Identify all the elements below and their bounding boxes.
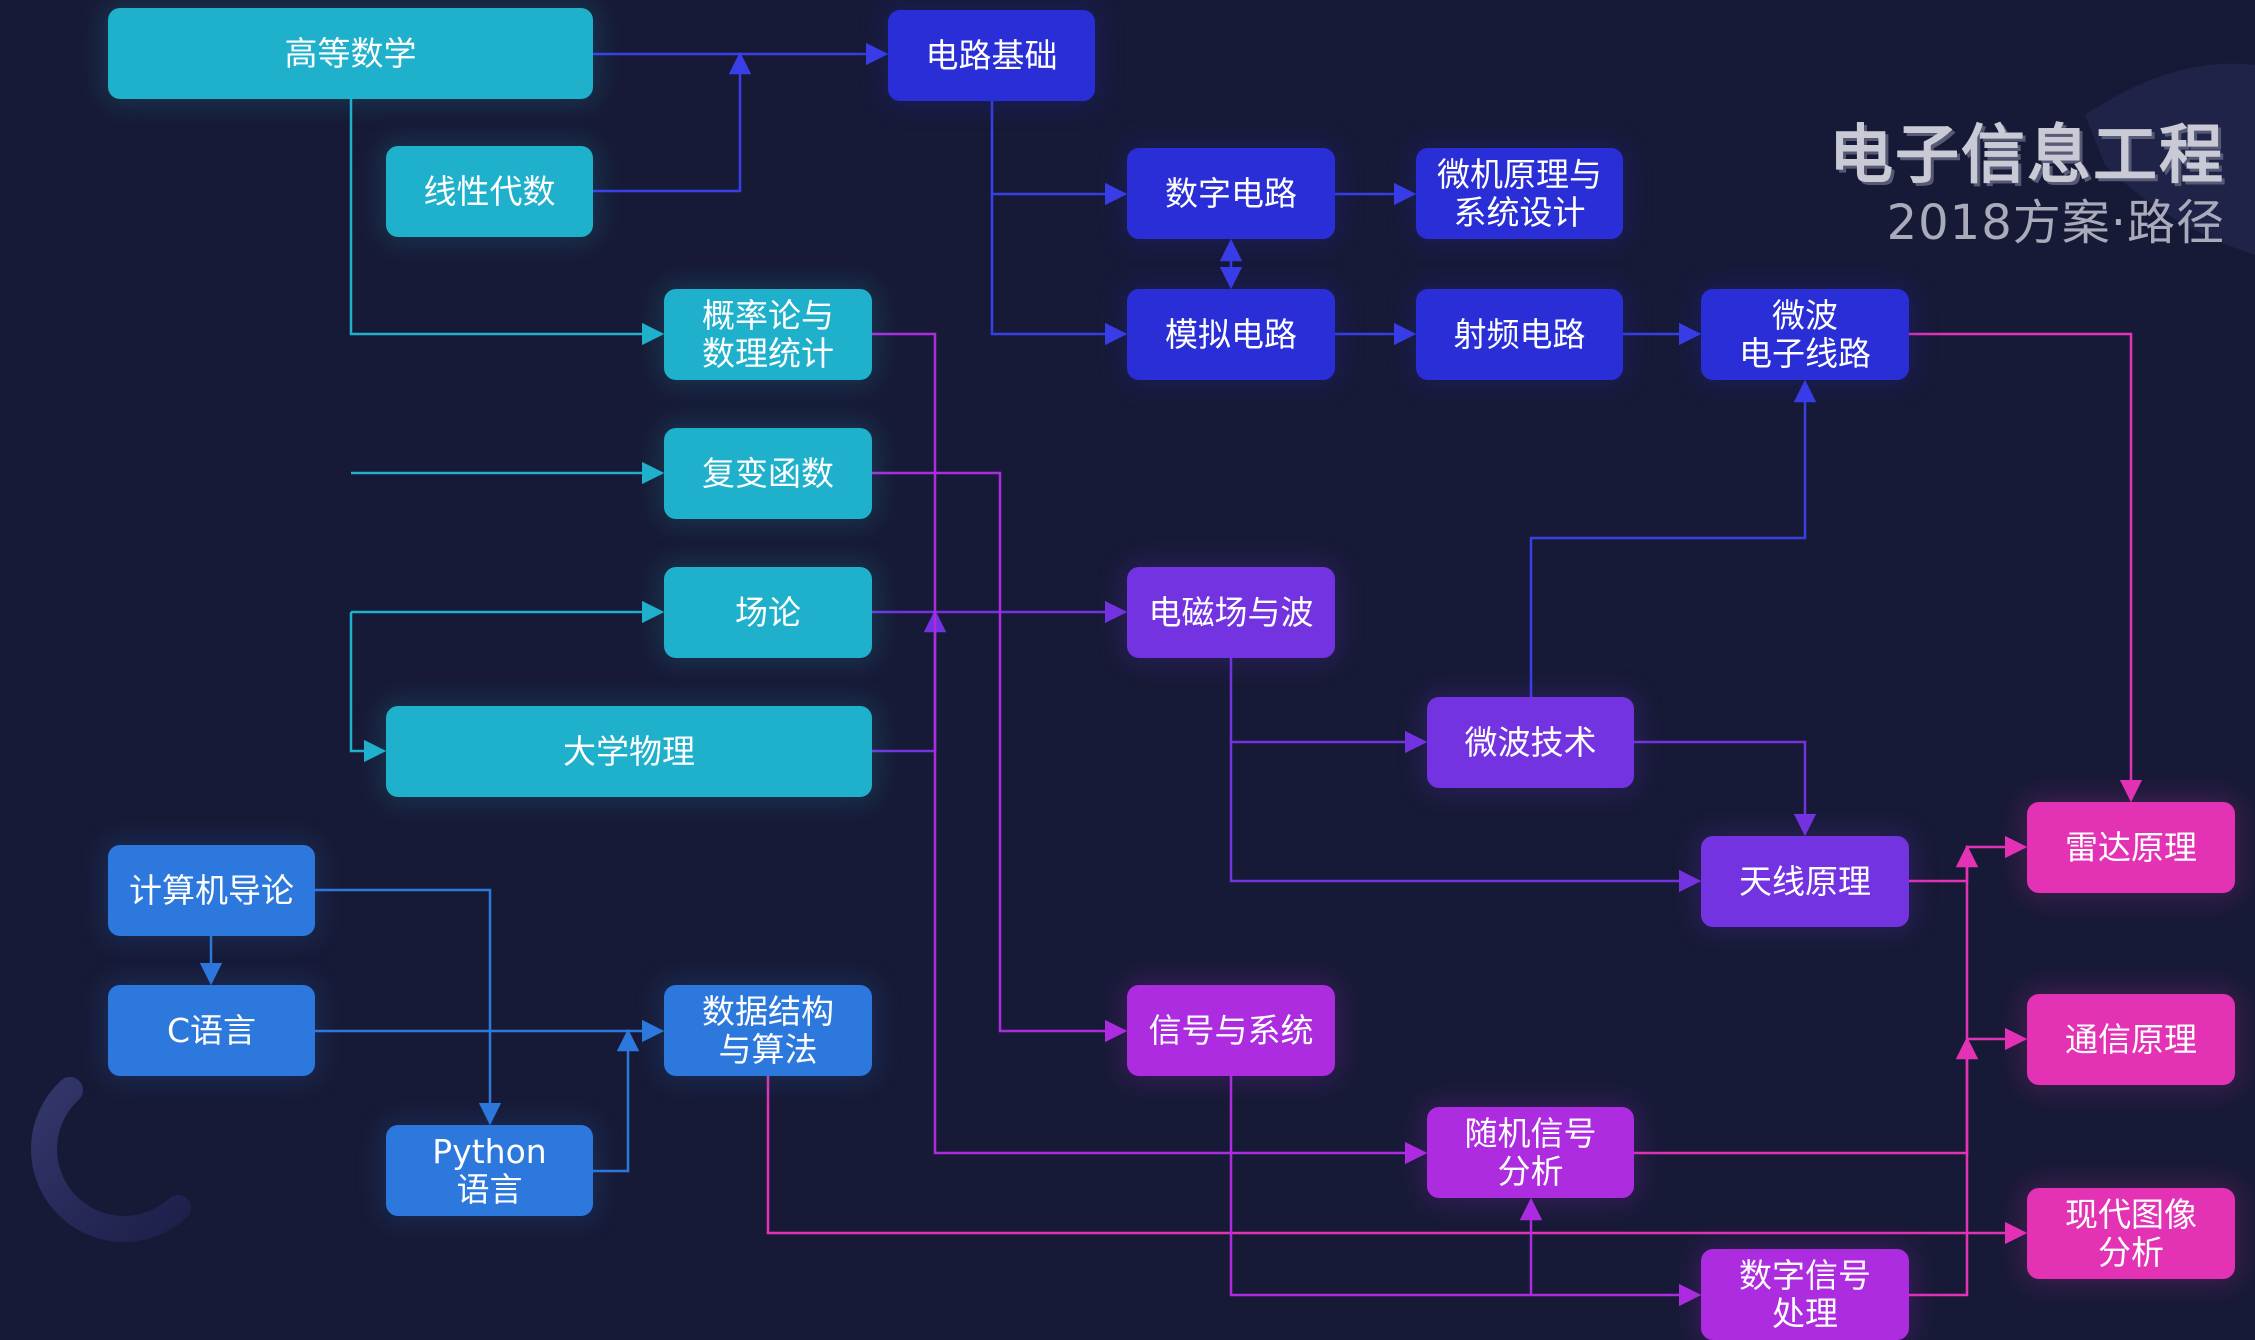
edge-daxue-to-dianci xyxy=(872,609,947,753)
edge-jisuanji-to-python xyxy=(315,888,502,1126)
node-gailv: 概率论与 数理统计 xyxy=(664,289,872,380)
node-leida: 雷达原理 xyxy=(2027,802,2235,893)
node-dianlu: 电路基础 xyxy=(888,10,1095,101)
node-moni: 模拟电路 xyxy=(1127,289,1335,380)
node-cyuyan: C语言 xyxy=(108,985,315,1076)
decorative-corner-shape xyxy=(2085,63,2255,255)
edge-shuju-to-xiandai xyxy=(766,1076,2028,1245)
edge-dianlu-to-shuzi xyxy=(990,101,1128,206)
node-xiandai: 现代图像 分析 xyxy=(2027,1188,2235,1279)
node-gaodeng: 高等数学 xyxy=(108,8,593,99)
diagram-subtitle: 2018方案·路径 xyxy=(1886,195,2225,251)
node-weibojs: 微波技术 xyxy=(1427,697,1634,788)
node-tongxin: 通信原理 xyxy=(2027,994,2235,1085)
diagram-title: 电子信息工程 xyxy=(1829,118,2225,193)
edge-dianci-to-weibojs xyxy=(1229,658,1428,754)
node-dianci: 电磁场与波 xyxy=(1127,567,1335,658)
node-xianxing: 线性代数 xyxy=(386,146,593,237)
node-weiji: 微机原理与 系统设计 xyxy=(1416,148,1623,239)
edge-gaodeng-to-gailv xyxy=(349,99,665,346)
edge-python-to-shuju xyxy=(593,1028,640,1173)
node-shepin: 射频电路 xyxy=(1416,289,1623,380)
edge-xinhao-to-shuzixh xyxy=(1229,1076,1702,1307)
edge-gailv-to-suiji xyxy=(872,332,1428,1165)
node-suiji: 随机信号 分析 xyxy=(1427,1107,1634,1198)
node-daxue: 大学物理 xyxy=(386,706,872,797)
edge-weibojs-to-tianxian xyxy=(1634,740,1817,837)
edge-weibojs-to-weibodz xyxy=(1529,379,1817,697)
node-fubian: 复变函数 xyxy=(664,428,872,519)
node-shuzixh: 数字信号 处理 xyxy=(1701,1249,1909,1340)
decorative-ring xyxy=(31,1077,191,1242)
node-changlun: 场论 xyxy=(664,567,872,658)
edge-gaodeng-to-daxue xyxy=(349,612,387,763)
title-block: 电子信息工程 2018方案·路径 xyxy=(1829,118,2225,252)
edge-shuzixh-to-tongxin xyxy=(1909,1036,1979,1297)
edge-dianlu-to-moni xyxy=(990,194,1128,346)
node-shuju: 数据结构 与算法 xyxy=(664,985,872,1076)
node-xinhao: 信号与系统 xyxy=(1127,985,1335,1076)
node-python: Python 语言 xyxy=(386,1125,593,1216)
edge-dianci-to-tianxian xyxy=(1229,742,1702,893)
edge-xianxing-to-dianlu xyxy=(593,51,752,193)
node-shuzi: 数字电路 xyxy=(1127,148,1335,239)
node-weibodz: 微波 电子线路 xyxy=(1701,289,1909,380)
edge-weibodz-to-leida xyxy=(1909,332,2143,803)
node-jisuanji: 计算机导论 xyxy=(108,845,315,936)
node-tianxian: 天线原理 xyxy=(1701,836,1909,927)
